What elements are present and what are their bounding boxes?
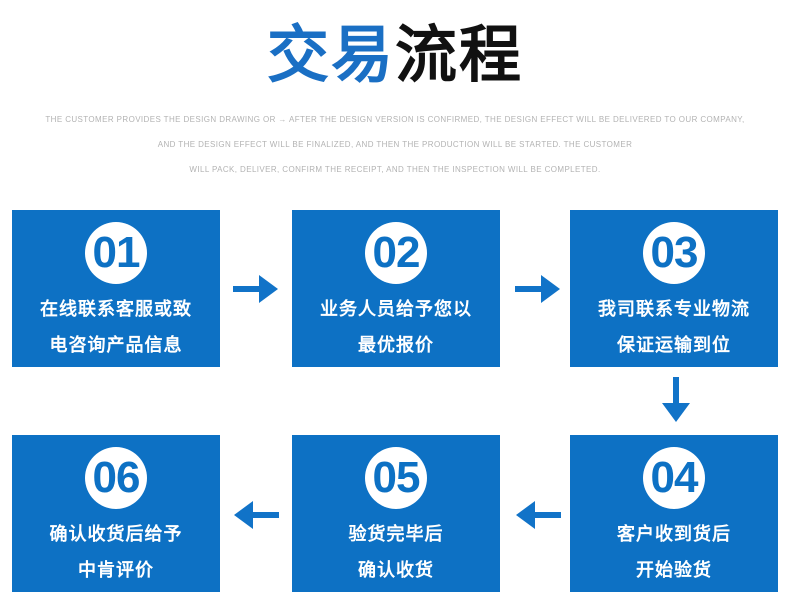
page-title: 交易流程 (0, 16, 790, 97)
step-text-line: 业务人员给予您以 (320, 299, 472, 319)
arrow-left-icon (516, 501, 561, 529)
step-number: 02 (372, 228, 421, 277)
arrow-right-icon (515, 275, 560, 303)
subtitle-line: WILL PACK, DELIVER, CONFIRM THE RECEIPT,… (189, 165, 601, 174)
step-number-circle: 06 (85, 447, 147, 509)
step-text: 确认收货后给予 中肯评价 (12, 516, 220, 588)
step-text: 在线联系客服或致 电咨询产品信息 (12, 291, 220, 363)
step-box-05: 05 验货完毕后 确认收货 (292, 435, 500, 592)
step-number: 05 (372, 453, 421, 502)
step-number: 06 (92, 453, 141, 502)
page-title-rest: 流程 (395, 21, 524, 90)
subtitle-line: THE CUSTOMER PROVIDES THE DESIGN DRAWING… (45, 115, 745, 124)
step-box-01: 01 在线联系客服或致 电咨询产品信息 (12, 210, 220, 367)
subtitle: THE CUSTOMER PROVIDES THE DESIGN DRAWING… (0, 107, 790, 182)
step-box-02: 02 业务人员给予您以 最优报价 (292, 210, 500, 367)
arrow-down-icon (662, 377, 690, 422)
step-number: 04 (650, 453, 699, 502)
step-box-06: 06 确认收货后给予 中肯评价 (12, 435, 220, 592)
step-text-line: 保证运输到位 (617, 335, 731, 355)
subtitle-line: AND THE DESIGN EFFECT WILL BE FINALIZED,… (157, 140, 633, 149)
arrow-left-icon (234, 501, 279, 529)
step-box-03: 03 我司联系专业物流 保证运输到位 (570, 210, 778, 367)
step-text-line: 中肯评价 (78, 560, 154, 580)
step-box-04: 04 客户收到货后 开始验货 (570, 435, 778, 592)
step-text: 客户收到货后 开始验货 (570, 516, 778, 588)
step-text: 验货完毕后 确认收货 (292, 516, 500, 588)
step-number-circle: 01 (85, 222, 147, 284)
step-text-line: 验货完毕后 (348, 524, 444, 544)
step-number-circle: 03 (643, 222, 705, 284)
step-number: 01 (92, 228, 141, 277)
step-text-line: 确认收货后给予 (49, 524, 183, 544)
step-text-line: 最优报价 (358, 335, 434, 355)
step-text: 我司联系专业物流 保证运输到位 (570, 291, 778, 363)
step-number-circle: 04 (643, 447, 705, 509)
page-title-highlight: 交易 (266, 21, 395, 90)
step-text-line: 客户收到货后 (617, 524, 731, 544)
arrow-right-icon (233, 275, 278, 303)
step-text: 业务人员给予您以 最优报价 (292, 291, 500, 363)
step-text-line: 在线联系客服或致 (40, 299, 192, 319)
step-text-line: 确认收货 (358, 560, 434, 580)
step-text-line: 电咨询产品信息 (49, 335, 183, 355)
step-text-line: 我司联系专业物流 (598, 299, 750, 319)
step-number-circle: 05 (365, 447, 427, 509)
step-number-circle: 02 (365, 222, 427, 284)
step-text-line: 开始验货 (636, 560, 712, 580)
step-number: 03 (650, 228, 699, 277)
